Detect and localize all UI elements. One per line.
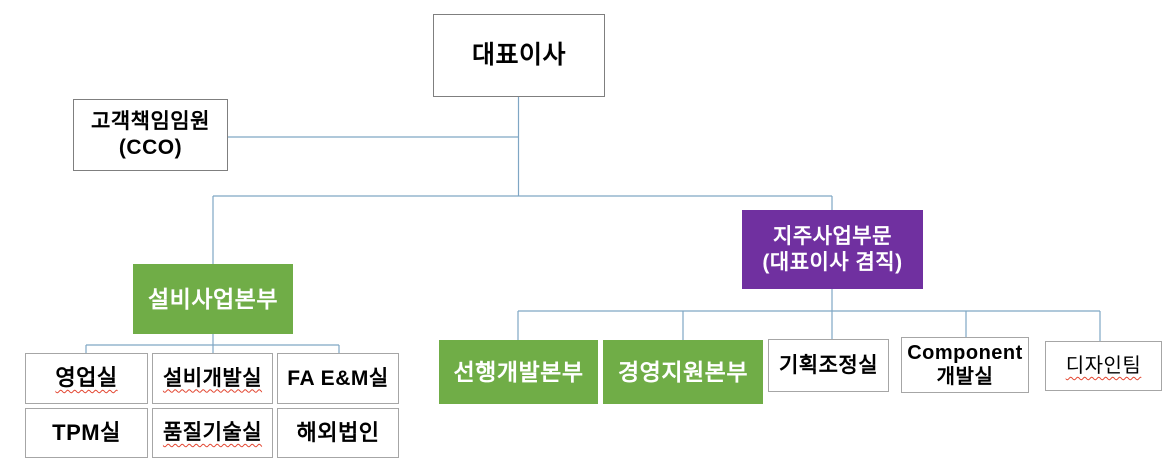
node-facility-business-division: 설비사업본부 [133,264,293,334]
node-quality-technology-office-label: 품질기술실 [162,421,263,445]
node-ceo-label: 대표이사 [471,41,566,70]
node-fa-em-office: FA E&M실 [277,353,399,404]
node-design-team: 디자인팀 [1045,341,1162,391]
node-overseas-subsidiaries: 해외법인 [277,408,399,458]
node-tpm-office: TPM실 [25,408,148,458]
node-holding-business-division-sublabel: (대표이사 겸직) [762,250,903,274]
node-advanced-development-division: 선행개발본부 [439,340,598,404]
node-tpm-office-label: TPM실 [52,419,121,445]
node-planning-coordination-office-label: 기획조정실 [778,353,879,377]
node-component-development-office: Component 개발실 [901,337,1029,393]
node-quality-technology-office: 품질기술실 [152,408,273,458]
node-management-support-division-label: 경영지원본부 [618,358,748,385]
node-cco: 고객책임임원 (CCO) [73,99,228,171]
node-ceo: 대표이사 [433,14,605,97]
node-facility-development-office: 설비개발실 [152,353,273,404]
node-fa-em-office-label: FA E&M실 [287,366,389,390]
node-sales-office: 영업실 [25,353,148,404]
node-design-team-label: 디자인팀 [1065,354,1142,377]
node-facility-business-division-label: 설비사업본부 [148,285,278,312]
node-facility-development-office-label: 설비개발실 [162,366,263,390]
node-holding-business-division-label: 지주사업부문 [773,224,892,248]
node-holding-business-division: 지주사업부문 (대표이사 겸직) [742,210,923,289]
node-sales-office-label: 영업실 [55,365,118,391]
node-advanced-development-division-label: 선행개발본부 [453,358,584,385]
node-component-development-office-label: Component [907,341,1023,364]
node-cco-label: 고객책임임원 [91,110,210,134]
node-cco-sublabel: (CCO) [118,136,183,159]
node-component-development-office-sublabel: 개발실 [936,366,994,388]
node-planning-coordination-office: 기획조정실 [768,339,889,392]
node-management-support-division: 경영지원본부 [603,340,763,404]
node-overseas-subsidiaries-label: 해외법인 [296,419,380,445]
